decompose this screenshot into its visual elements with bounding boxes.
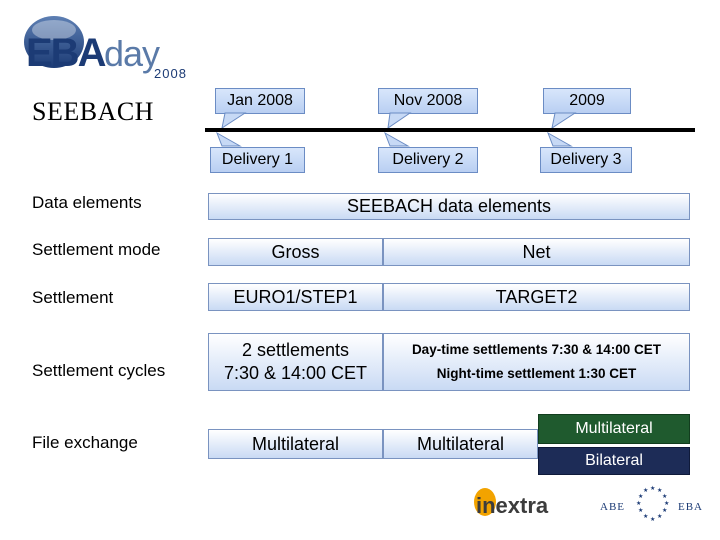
ebaday-logo-graphic: EBA day 2008 [24, 16, 187, 80]
svg-text:★: ★ [643, 487, 648, 494]
eba-text: EBA [678, 501, 703, 513]
settlement-mode-net: Net [383, 238, 690, 266]
file-exchange-left: Multilateral [208, 429, 383, 459]
abe-text: ABE [600, 501, 625, 513]
row-label-file-exchange: File exchange [32, 433, 138, 452]
row-label-settlement-cycles: Settlement cycles [32, 361, 166, 380]
settlement-cycles-right: Day-time settlements 7:30 & 14:00 CET Ni… [383, 333, 690, 391]
abe-eba-logo: ABE EBA ★★★ ★★★ ★★★ ★★★ [600, 484, 705, 524]
settlement-cycles-right-line1: Day-time settlements 7:30 & 14:00 CET [411, 342, 662, 357]
row-label-data-elements: Data elements [32, 193, 142, 212]
timeline-2009: 2009 [543, 88, 631, 114]
file-exchange-multilateral-box: Multilateral [538, 414, 690, 444]
svg-text:★: ★ [638, 493, 643, 500]
star-ring-icon: ★★★ ★★★ ★★★ ★★★ [636, 485, 669, 523]
svg-text:★: ★ [650, 516, 655, 523]
delivery-2: Delivery 2 [378, 147, 478, 173]
svg-text:★: ★ [643, 513, 648, 520]
timeline-axis [205, 128, 695, 132]
page-title: SEEBACH [32, 97, 154, 126]
logo-year-text: 2008 [154, 66, 187, 80]
settlement-cycles-right-line2: Night-time settlement 1:30 CET [436, 366, 637, 381]
svg-text:★: ★ [657, 513, 662, 520]
callout-tails [221, 112, 577, 130]
logo-eba-text: EBA [26, 31, 106, 75]
inextra-logo-text: inextra [476, 493, 549, 518]
delivery-3: Delivery 3 [540, 147, 632, 173]
row-label-settlement-mode: Settlement mode [32, 240, 161, 259]
timeline-jan-2008: Jan 2008 [215, 88, 305, 114]
settlement-cycles-left: 2 settlements 7:30 & 14:00 CET [208, 333, 383, 391]
data-elements-cell: SEEBACH data elements [208, 193, 690, 220]
svg-text:★: ★ [662, 507, 667, 514]
inextra-logo-graphic: inextra [474, 488, 549, 518]
inextra-logo: inextra [473, 484, 553, 520]
svg-text:★: ★ [662, 493, 667, 500]
settlement-euro1-step1: EURO1/STEP1 [208, 283, 383, 311]
row-label-settlement: Settlement [32, 288, 114, 307]
settlement-cycles-left-line1: 2 settlements [241, 340, 350, 360]
settlement-mode-gross: Gross [208, 238, 383, 266]
settlement-target2: TARGET2 [383, 283, 690, 311]
abe-eba-logo-graphic: ABE EBA ★★★ ★★★ ★★★ ★★★ [600, 485, 703, 523]
svg-text:★: ★ [638, 507, 643, 514]
svg-text:★: ★ [664, 500, 669, 507]
svg-text:★: ★ [657, 487, 662, 494]
file-exchange-middle: Multilateral [383, 429, 538, 459]
settlement-cycles-left-line2: 7:30 & 14:00 CET [223, 363, 368, 383]
svg-text:★: ★ [650, 485, 655, 492]
timeline-nov-2008: Nov 2008 [378, 88, 478, 114]
delivery-1: Delivery 1 [210, 147, 305, 173]
logo-day-text: day [104, 33, 160, 74]
ebaday-logo: EBA day 2008 [22, 10, 197, 80]
svg-text:★: ★ [636, 500, 641, 507]
delivery-tails [216, 131, 573, 147]
file-exchange-bilateral-box: Bilateral [538, 447, 690, 475]
